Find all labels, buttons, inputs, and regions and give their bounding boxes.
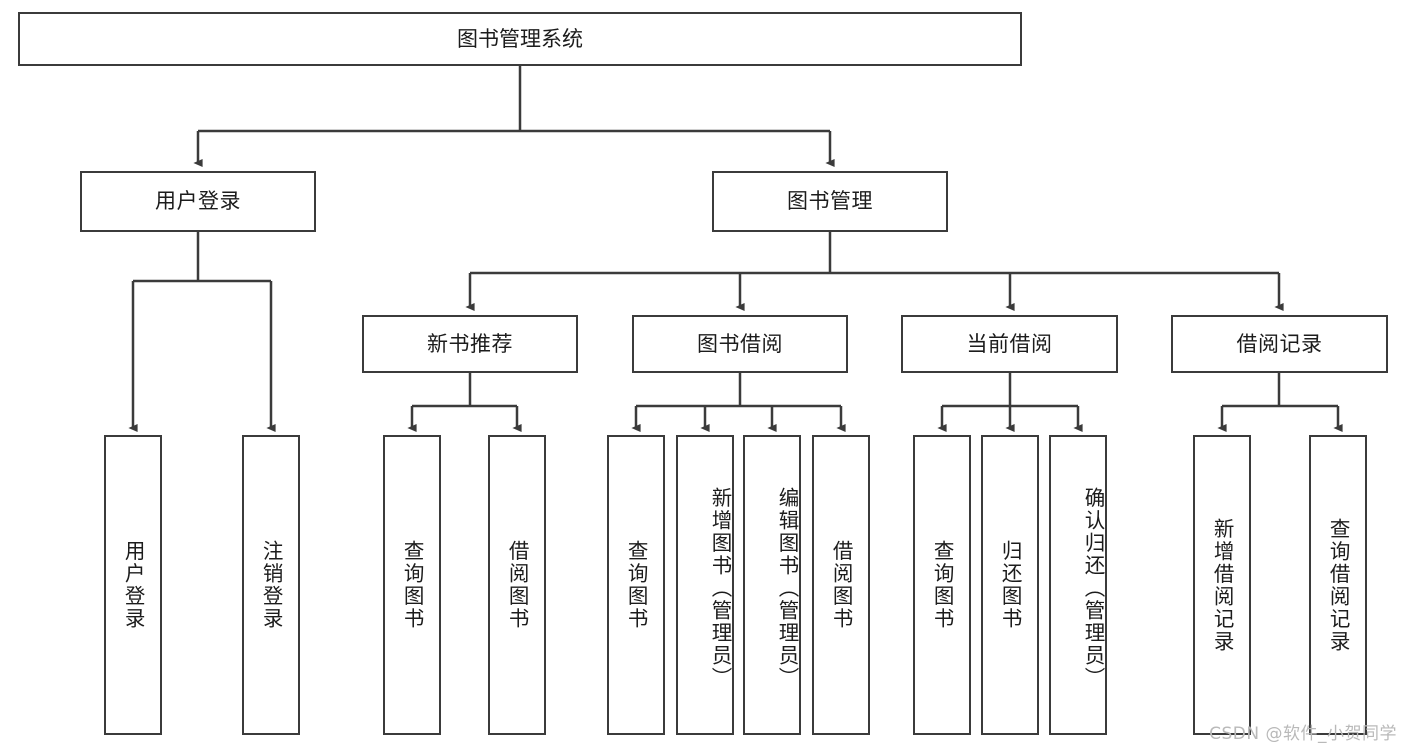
leaf-user-login[interactable]: 用户登录: [104, 435, 162, 735]
node-label: 查询借阅记录: [1326, 517, 1351, 653]
leaf-query-book-2[interactable]: 查询图书: [607, 435, 665, 735]
node-label: 新增借阅记录: [1210, 517, 1235, 653]
leaf-query-record[interactable]: 查询借阅记录: [1309, 435, 1367, 735]
node-label: 用户登录: [121, 540, 146, 630]
leaf-return-book[interactable]: 归还图书: [981, 435, 1039, 735]
node-label: 新书推荐: [427, 331, 513, 356]
leaf-query-book-3[interactable]: 查询图书: [913, 435, 971, 735]
node-label: 借阅记录: [1236, 331, 1323, 356]
node-borrow-record[interactable]: 借阅记录: [1171, 315, 1388, 373]
node-label: 查询图书: [930, 540, 955, 630]
node-label: 归还图书: [998, 540, 1023, 630]
node-new-book-recommend[interactable]: 新书推荐: [362, 315, 578, 373]
leaf-user-logout[interactable]: 注销登录: [242, 435, 300, 735]
node-book-borrow[interactable]: 图书借阅: [632, 315, 848, 373]
leaf-add-book[interactable]: 新增图书（管理员）: [676, 435, 734, 735]
node-label: 用户登录: [155, 189, 241, 214]
node-user-login[interactable]: 用户登录: [80, 171, 316, 232]
node-root-book-management-system[interactable]: 图书管理系统: [18, 12, 1022, 66]
node-label: 新增图书（管理员）: [708, 486, 732, 690]
leaf-confirm-return[interactable]: 确认归还（管理员）: [1049, 435, 1107, 735]
node-label: 借阅图书: [505, 540, 530, 630]
node-label: 查询图书: [624, 540, 649, 630]
node-label: 编辑图书（管理员）: [775, 486, 799, 690]
node-label: 图书管理系统: [457, 26, 583, 51]
watermark-text: CSDN @软件_小贺同学: [1209, 724, 1397, 744]
leaf-borrow-book-1[interactable]: 借阅图书: [488, 435, 546, 735]
leaf-add-record[interactable]: 新增借阅记录: [1193, 435, 1251, 735]
node-label: 确认归还（管理员）: [1081, 486, 1105, 690]
node-label: 借阅图书: [829, 540, 854, 630]
node-label: 图书借阅: [697, 331, 783, 356]
node-current-borrow[interactable]: 当前借阅: [901, 315, 1118, 373]
node-book-management[interactable]: 图书管理: [712, 171, 948, 232]
leaf-borrow-book-2[interactable]: 借阅图书: [812, 435, 870, 735]
node-label: 注销登录: [259, 540, 284, 630]
node-label: 图书管理: [787, 189, 873, 214]
leaf-edit-book[interactable]: 编辑图书（管理员）: [743, 435, 801, 735]
leaf-query-book-1[interactable]: 查询图书: [383, 435, 441, 735]
node-label: 当前借阅: [966, 331, 1053, 356]
node-label: 查询图书: [400, 540, 425, 630]
